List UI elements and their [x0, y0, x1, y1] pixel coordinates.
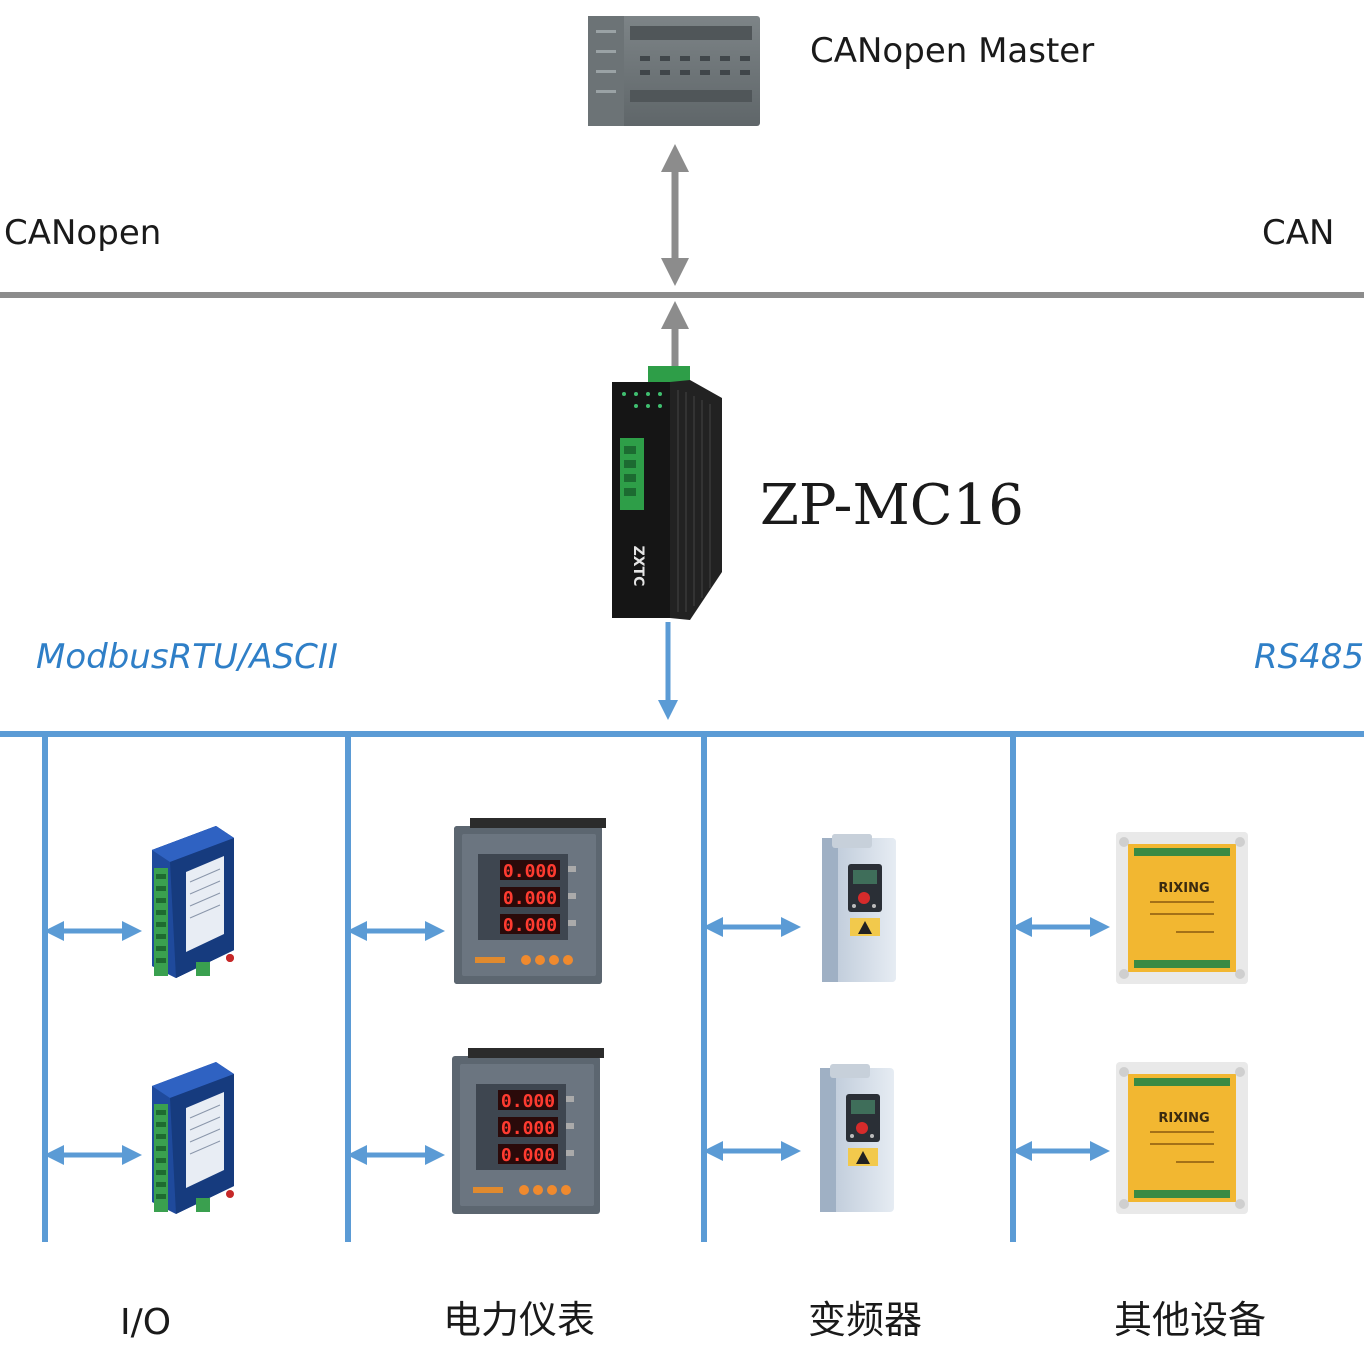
master-label: CANopen Master [810, 31, 1095, 71]
io-module-icon-1 [151, 825, 235, 979]
meter-reading-2b: 0.000 [501, 1118, 555, 1139]
inverter-icon-2 [820, 1064, 894, 1212]
can-bus-left-label: CANopen [4, 213, 162, 253]
can-bus-right-label: CAN [1262, 213, 1335, 253]
gateway-device-icon: ZXTC [612, 366, 722, 620]
relay-module-icon-2: RIXING [1115, 1061, 1249, 1215]
rs485-right-label: RS485 [1254, 637, 1364, 677]
meter-reading-2a: 0.000 [501, 1091, 555, 1112]
relay-brand-1: RIXING [1158, 881, 1209, 896]
relay-brand-2: RIXING [1158, 1111, 1209, 1126]
power-meter-icon-1: 0.000 0.000 0.000 [454, 818, 606, 984]
io-module-icon-2 [151, 1061, 235, 1215]
column-label-other-devices: 其他设备 [1114, 1298, 1267, 1342]
relay-module-icon-1: RIXING [1115, 831, 1249, 985]
column-label-io: I/O [120, 1302, 172, 1343]
gateway-brand-text: ZXTC [630, 546, 646, 587]
plc-device-icon [588, 16, 760, 126]
power-meter-icon-2: 0.000 0.000 0.000 [452, 1048, 604, 1214]
rs485-left-label: ModbusRTU/ASCII [36, 637, 338, 677]
meter-reading-1a: 0.000 [503, 861, 557, 882]
column-label-inverter: 变频器 [808, 1298, 923, 1342]
meter-reading-2c: 0.000 [501, 1145, 555, 1166]
column-label-power-meter: 电力仪表 [443, 1298, 596, 1342]
gateway-label: ZP-MC16 [760, 473, 1024, 538]
meter-reading-1c: 0.000 [503, 915, 557, 936]
inverter-icon-1 [822, 834, 896, 982]
meter-reading-1b: 0.000 [503, 888, 557, 909]
